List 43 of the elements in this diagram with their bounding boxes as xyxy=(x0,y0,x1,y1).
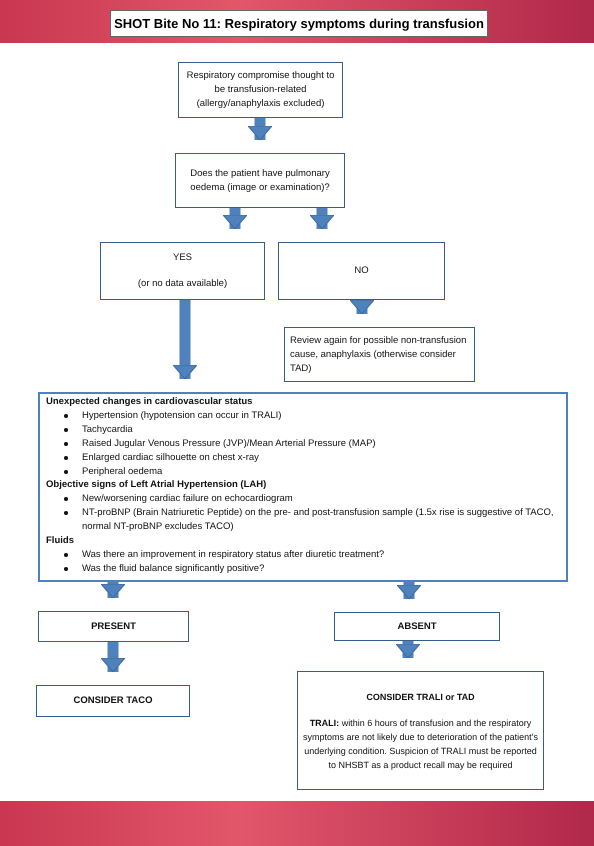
block-arrow xyxy=(310,208,334,230)
bullet-item: Raised Jugular Venous Pressure (JVP)/Mean Arterial Pressure (MAP) xyxy=(46,436,560,451)
block-arrow xyxy=(100,582,126,598)
box-text: Review again for possible non-transfusion cause, anaphylaxis (otherwise consider TAD) xyxy=(290,334,468,376)
section-heading: Objective signs of Left Atrial Hypertension (LAH) xyxy=(46,478,268,492)
bullet-item: Enlarged cardiac silhouette on chest x-ray xyxy=(46,450,560,465)
process-box xyxy=(175,153,345,208)
block-arrow xyxy=(248,118,272,140)
bullet-item: Tachycardia xyxy=(46,422,560,437)
bullet-item: Hypertension (hypotension can occur in TRALI) xyxy=(46,408,560,423)
title: SHOT Bite No 11: Respiratory symptoms during transfusion xyxy=(110,10,488,37)
box-text: NO xyxy=(354,264,369,278)
process-box xyxy=(36,685,190,717)
bullet-item: Was the fluid balance significantly positive? xyxy=(46,562,560,576)
block-arrow xyxy=(172,300,198,380)
box-text: Respiratory compromise thought to be transfusion-related (allergy/anaphylaxis excluded) xyxy=(186,69,336,111)
process-box xyxy=(284,327,475,382)
process-box xyxy=(334,612,500,641)
box-text: (or no data available) xyxy=(138,277,228,291)
box-text: ABSENT xyxy=(397,620,437,634)
criteria-box xyxy=(38,392,568,582)
section-heading: Unexpected changes in cardiovascular status xyxy=(46,395,254,409)
process-box xyxy=(297,671,544,790)
process-box xyxy=(178,62,343,118)
bullet-item: NT-proBNP (Brain Natriuretic Peptide) on the pre- and post-transfusion sample (1.5x rise is suggestive of TACO, normal NT-proBNP excludes TACO) xyxy=(46,506,560,534)
heading: CONSIDER TRALI or TAD xyxy=(366,690,475,704)
process-box xyxy=(38,611,189,642)
bullet-item: Peripheral oedema xyxy=(46,464,560,478)
box-text: PRESENT xyxy=(91,620,136,634)
process-box xyxy=(100,242,265,300)
section-heading: Fluids xyxy=(46,534,75,548)
block-arrow xyxy=(222,208,248,230)
process-box xyxy=(278,242,445,300)
box-text: CONSIDER TACO xyxy=(74,694,152,708)
box-text: TRALI: within 6 hours of transfusion and the respiratory symptoms are not likely due to deterioration of the patient’s underlying condition. Suspicion of TRALI must be reported to NHSBT as a product recall may be required xyxy=(303,716,538,772)
bullet-item: New/worsening cardiac failure on echocardiogram xyxy=(46,492,560,506)
block-arrow xyxy=(350,300,374,314)
bullet-item: Was there an improvement in respiratory status after diuretic treatment? xyxy=(46,548,560,562)
block-arrow xyxy=(100,642,126,672)
box-text: Does the patient have pulmonary oedema (image or examination)? xyxy=(189,166,331,194)
block-arrow xyxy=(396,582,422,600)
box-text: YES xyxy=(172,251,192,265)
block-arrow xyxy=(396,641,420,658)
